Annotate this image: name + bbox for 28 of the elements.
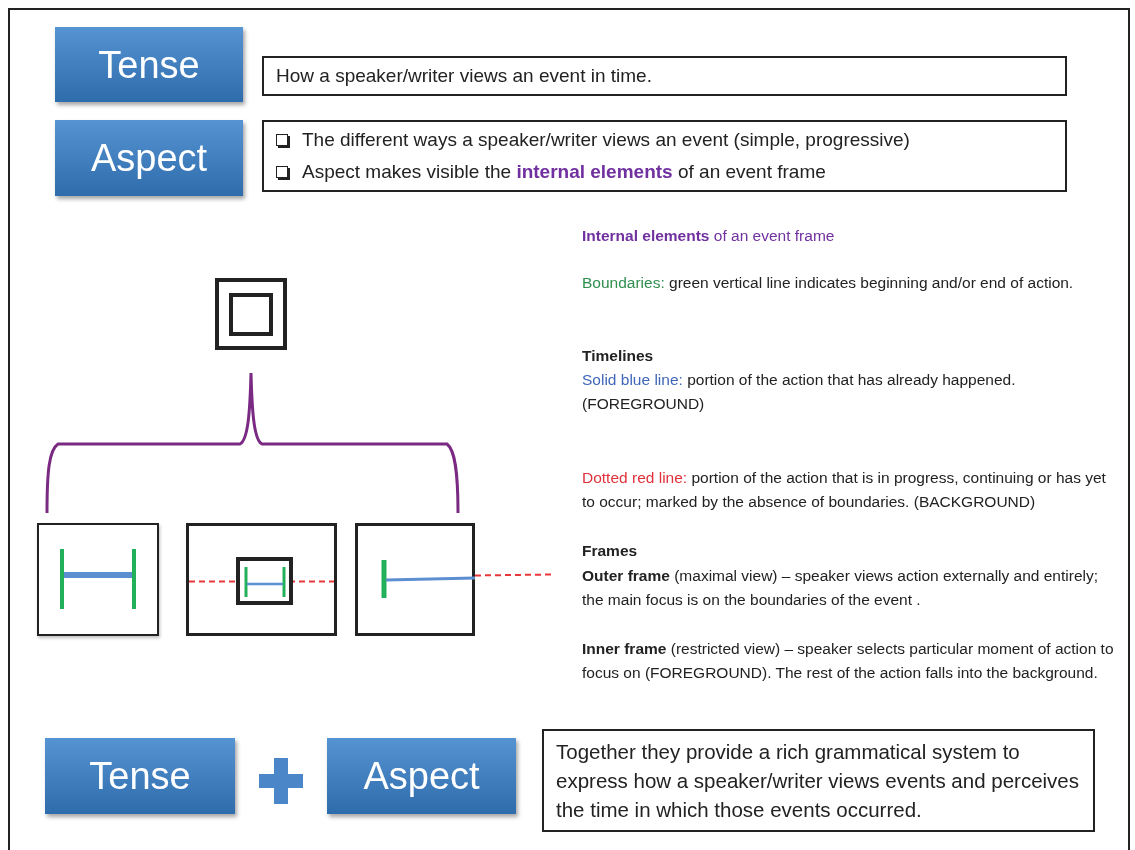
legend-text: Outer frame (maximal view) – speaker views action externally and entirely; the main focus is on the boundaries of the event . bbox=[582, 566, 1100, 610]
term-box bbox=[55, 27, 243, 102]
bullet-text: Aspect makes visible the internal elements of an event frame bbox=[302, 160, 826, 184]
legend-text: Boundaries: green vertical line indicates beginning and/or end of action. bbox=[582, 273, 1075, 293]
inner-frame-box bbox=[236, 557, 293, 605]
section-heading: Frames bbox=[582, 541, 639, 561]
term-box bbox=[55, 120, 243, 196]
description-box bbox=[262, 120, 1067, 192]
event-frame-box bbox=[355, 523, 475, 636]
legend-text: Internal elements of an event frame bbox=[582, 226, 836, 246]
term-box bbox=[327, 738, 516, 814]
legend-text: Solid blue line: portion of the action that has already happened. (FOREGROUND) bbox=[582, 370, 1017, 414]
event-frame-box bbox=[186, 523, 337, 636]
bullet-text: The different ways a speaker/writer views an event (simple, progressive) bbox=[302, 127, 910, 152]
section-heading: Timelines bbox=[582, 346, 655, 366]
term-text: Tense bbox=[89, 757, 191, 795]
summary-box bbox=[542, 729, 1095, 832]
legend-text: Dotted red line: portion of the action that is in progress, continuing or has yet to occur; marked by the absence of boundaries. (BACKGROUND) bbox=[582, 468, 1107, 512]
term-text: Tense bbox=[98, 45, 200, 84]
summary-text: Together they provide a rich grammatical system to express how a speaker/writer views events and perceives the time in which those events occurred. bbox=[556, 739, 1080, 823]
term-text: Aspect bbox=[90, 139, 208, 177]
definition-box bbox=[262, 56, 1067, 96]
term-box bbox=[45, 738, 235, 814]
definition-text: How a speaker/writer views an event in time. bbox=[276, 63, 652, 88]
outer-frame-box bbox=[37, 523, 159, 636]
double-frame-box bbox=[215, 278, 287, 350]
term-text: Aspect bbox=[363, 757, 480, 795]
legend-text: Inner frame (restricted view) – speaker selects particular moment of action to focus on (FOREGROUND). The rest of the action falls into the background. bbox=[582, 639, 1115, 683]
